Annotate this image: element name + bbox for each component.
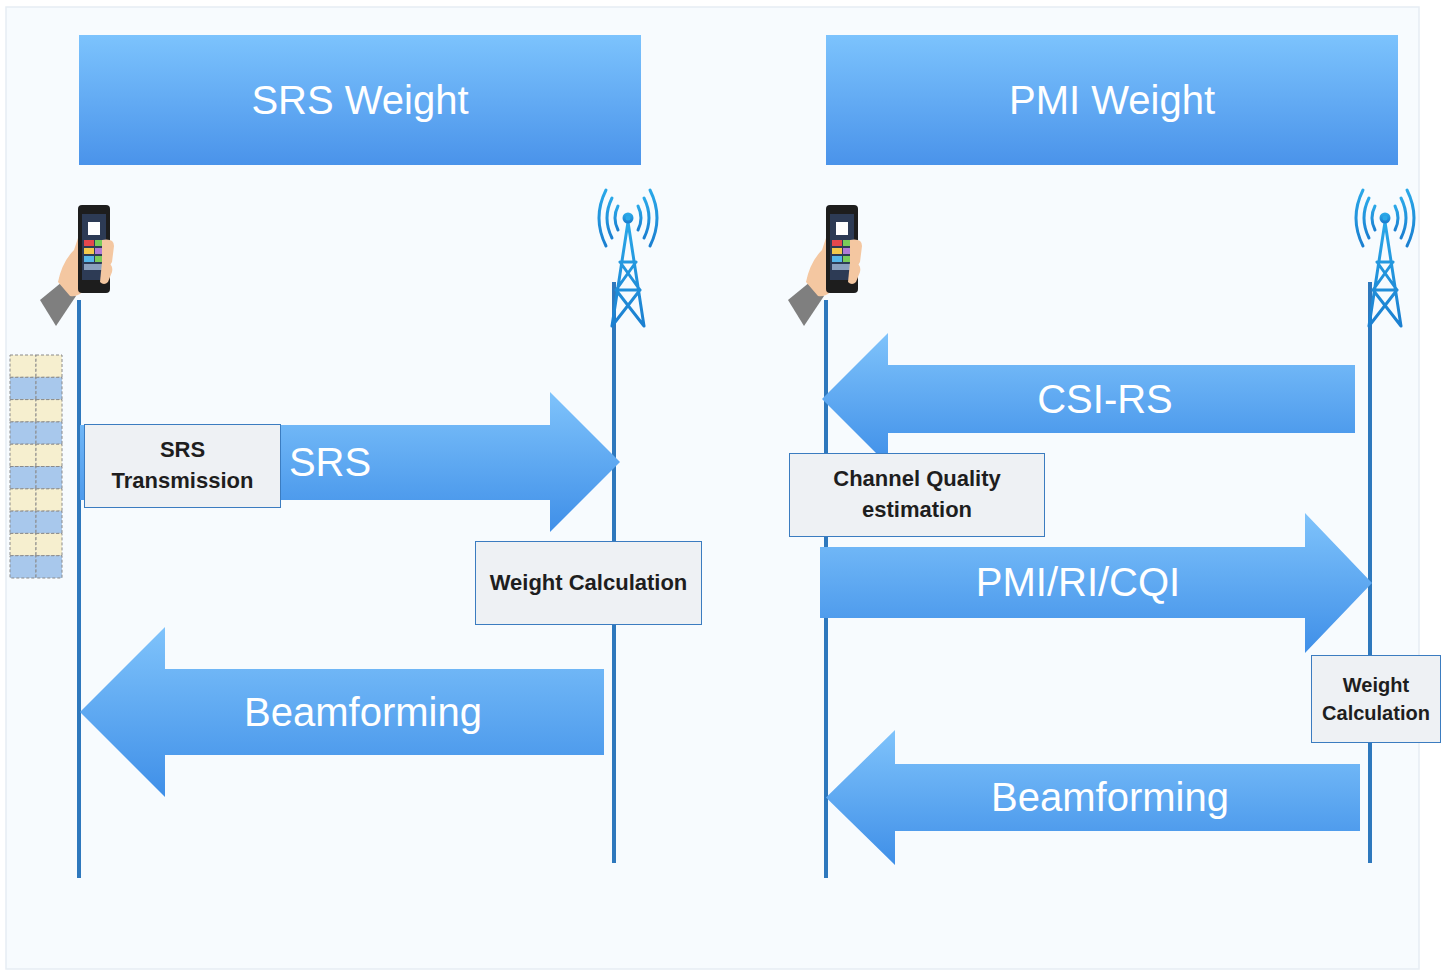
box-label: Weight Calculation	[1320, 671, 1432, 727]
block-arrow: Beamforming	[826, 730, 1360, 865]
header-text: SRS Weight	[251, 78, 468, 123]
box-label: SRS Transmission	[93, 435, 272, 497]
step-box: Channel Quality estimation	[789, 453, 1045, 537]
box-label: Channel Quality estimation	[798, 464, 1036, 526]
arrow-label: PMI/RI/CQI	[976, 560, 1180, 605]
arrow-label: CSI-RS	[1037, 377, 1173, 422]
box-label: Weight Calculation	[490, 568, 688, 599]
block-arrow: CSI-RS	[822, 333, 1355, 465]
arrow-label: Beamforming	[991, 775, 1229, 820]
header-band: PMI Weight	[826, 35, 1398, 165]
step-box: SRS Transmission	[84, 424, 281, 508]
panel-ground	[6, 7, 1419, 969]
step-box: Weight Calculation	[1311, 655, 1441, 743]
tower-icon	[599, 190, 1414, 326]
arrow-label: SRS	[289, 440, 371, 485]
lifelines	[79, 282, 1370, 878]
step-box: Weight Calculation	[475, 541, 702, 625]
header-band: SRS Weight	[79, 35, 641, 165]
arrow-label: Beamforming	[244, 690, 482, 735]
header-text: PMI Weight	[1009, 78, 1215, 123]
block-arrow: Beamforming	[80, 627, 604, 797]
resource-grid	[10, 355, 62, 578]
phone-icon	[40, 205, 862, 326]
